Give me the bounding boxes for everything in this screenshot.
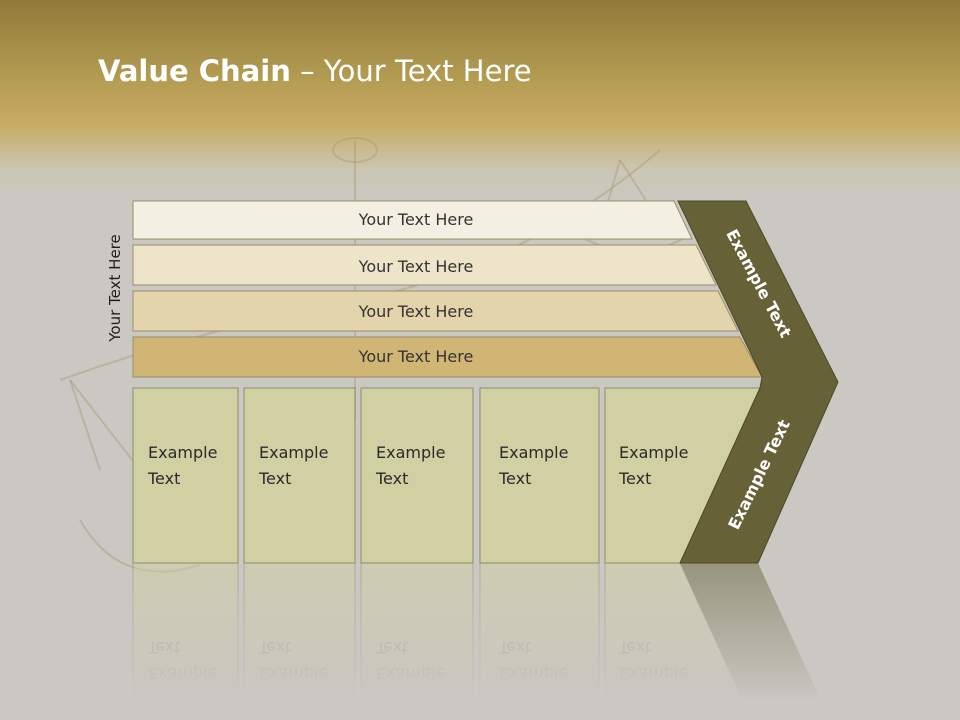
- top-bar-4: Your Text Here: [132, 336, 763, 378]
- activity-box-1-line2: Text: [147, 469, 180, 488]
- activity-box-3-line2: Text: [375, 469, 408, 488]
- activity-box-4-line2: Text: [498, 469, 531, 488]
- svg-text:Example: Example: [376, 664, 445, 683]
- page-title: Value Chain – Your Text Here: [98, 54, 532, 88]
- top-bar-3: Your Text Here: [132, 290, 739, 332]
- top-bar-1-label: Your Text Here: [358, 210, 474, 229]
- top-bar-2: Your Text Here: [132, 244, 717, 286]
- activity-box-1: Example Text: [132, 387, 239, 564]
- header-band: [0, 0, 960, 200]
- svg-text:Example: Example: [499, 664, 568, 683]
- svg-text:Example: Example: [619, 664, 688, 683]
- top-bar-2-label: Your Text Here: [358, 257, 474, 276]
- activity-box-4: Example Text: [479, 387, 600, 564]
- activity-box-3-line1: Example: [376, 443, 445, 462]
- svg-text:Text: Text: [498, 638, 531, 657]
- diagram-reflection: Example Text Example Text Example Text E…: [132, 562, 830, 720]
- top-bar-4-label: Your Text Here: [358, 347, 474, 366]
- svg-text:Example: Example: [148, 664, 217, 683]
- top-bar-3-label: Your Text Here: [358, 302, 474, 321]
- activity-box-2: Example Text: [243, 387, 356, 564]
- svg-text:Text: Text: [258, 638, 291, 657]
- svg-text:Example: Example: [259, 664, 328, 683]
- activity-box-4-line1: Example: [499, 443, 568, 462]
- activity-box-5: Example Text: [604, 387, 761, 564]
- activity-box-1-line1: Example: [148, 443, 217, 462]
- top-bar-1: Your Text Here: [132, 200, 693, 240]
- activity-box-2-line2: Text: [258, 469, 291, 488]
- activity-box-5-line1: Example: [619, 443, 688, 462]
- activity-box-5-line2: Text: [618, 469, 651, 488]
- svg-text:Text: Text: [618, 638, 651, 657]
- activity-box-3: Example Text: [360, 387, 474, 564]
- svg-text:Text: Text: [147, 638, 180, 657]
- svg-text:Text: Text: [375, 638, 408, 657]
- activity-box-2-line1: Example: [259, 443, 328, 462]
